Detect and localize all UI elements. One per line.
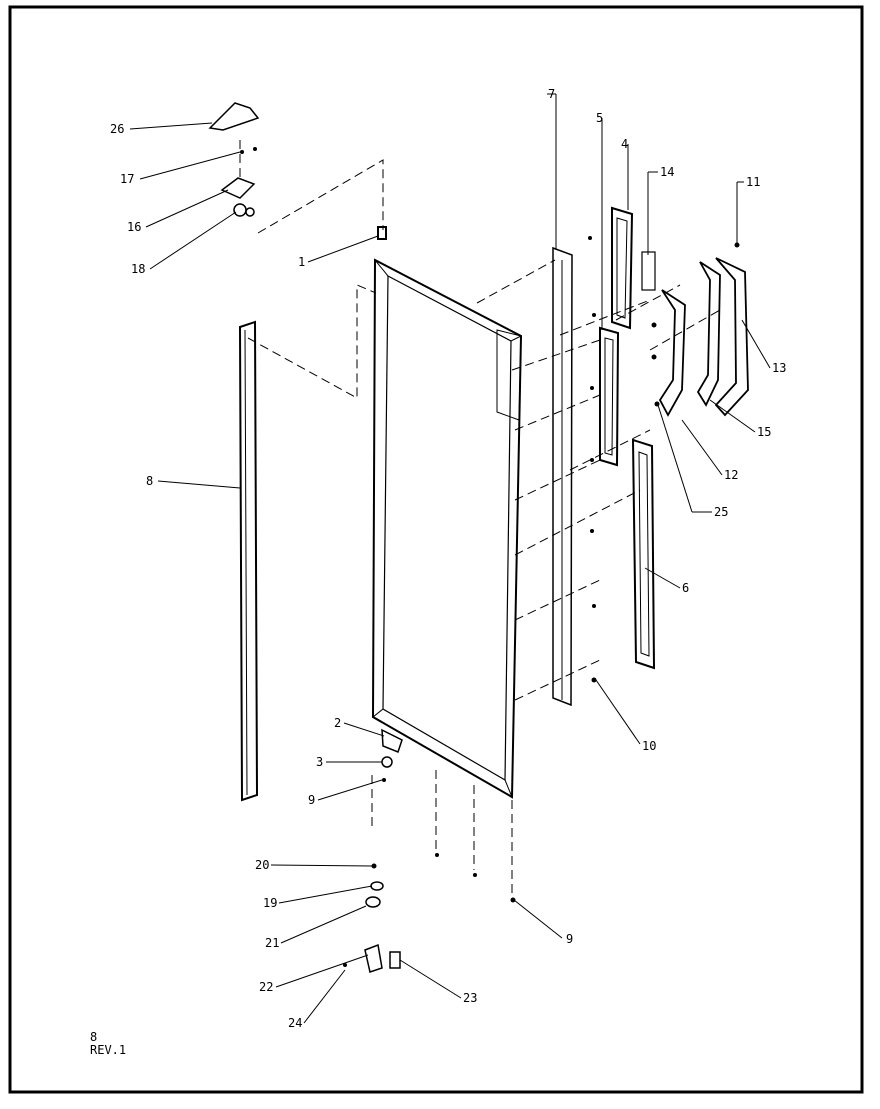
door-panel bbox=[371, 258, 523, 799]
callout-9-left: 9 bbox=[308, 793, 315, 807]
part-18-washer bbox=[233, 203, 247, 217]
callout-7: 7 bbox=[548, 87, 555, 101]
callout-leaders bbox=[129, 93, 771, 1024]
callout-23: 23 bbox=[463, 991, 477, 1005]
callout-labels: 26 17 16 18 1 7 5 4 14 11 13 15 12 25 8 … bbox=[110, 87, 786, 1030]
callout-22: 22 bbox=[259, 980, 273, 994]
callout-5: 5 bbox=[596, 111, 603, 125]
callout-2: 2 bbox=[334, 716, 341, 730]
callout-21: 21 bbox=[265, 936, 279, 950]
top-hinge-assembly bbox=[208, 102, 260, 217]
page-number: 8 bbox=[90, 1030, 98, 1044]
callout-15: 15 bbox=[757, 425, 771, 439]
part-16-hinge bbox=[220, 177, 256, 199]
part-3-bushing bbox=[381, 756, 393, 768]
part-7-strip bbox=[552, 246, 573, 707]
callout-18: 18 bbox=[131, 262, 145, 276]
callout-17: 17 bbox=[120, 172, 134, 186]
part-23-block bbox=[389, 951, 401, 969]
callout-10: 10 bbox=[642, 739, 656, 753]
part-4-frame bbox=[611, 206, 634, 330]
callout-19: 19 bbox=[263, 896, 277, 910]
callout-3: 3 bbox=[316, 755, 323, 769]
callout-25: 25 bbox=[714, 505, 728, 519]
callout-16: 16 bbox=[127, 220, 141, 234]
page-border bbox=[8, 5, 864, 1094]
callout-6: 6 bbox=[682, 581, 689, 595]
part-21-washer bbox=[365, 896, 381, 908]
part-13-handle bbox=[714, 257, 749, 417]
callout-11: 11 bbox=[746, 175, 760, 189]
part-6-frame bbox=[631, 438, 656, 670]
callout-8: 8 bbox=[146, 474, 153, 488]
part-5-frame bbox=[599, 326, 620, 467]
part-8-gasket-strip bbox=[238, 320, 259, 802]
callout-20: 20 bbox=[255, 858, 269, 872]
callout-12: 12 bbox=[724, 468, 738, 482]
callout-1: 1 bbox=[298, 255, 305, 269]
part-2-hinge-pin bbox=[381, 728, 403, 753]
part-14-clip bbox=[641, 251, 656, 291]
part-19-washer bbox=[370, 881, 384, 891]
part-1-pin bbox=[377, 226, 387, 240]
callout-14: 14 bbox=[660, 165, 674, 179]
bottom-hinge-assembly bbox=[364, 728, 403, 973]
part-12-bracket bbox=[658, 289, 686, 417]
fastener-dots bbox=[240, 147, 740, 967]
callout-26: 26 bbox=[110, 122, 124, 136]
part-26-hinge-cover bbox=[208, 102, 260, 131]
callout-9-right: 9 bbox=[566, 932, 573, 946]
callout-4: 4 bbox=[621, 137, 628, 151]
callout-24: 24 bbox=[288, 1016, 302, 1030]
revision-label: REV.1 bbox=[90, 1043, 127, 1057]
revision-note: 8 REV.1 bbox=[90, 1031, 126, 1057]
part-22-bracket bbox=[364, 943, 383, 973]
part-15-bracket bbox=[696, 261, 721, 407]
alignment-leaders bbox=[239, 140, 721, 895]
callout-13: 13 bbox=[772, 361, 786, 375]
